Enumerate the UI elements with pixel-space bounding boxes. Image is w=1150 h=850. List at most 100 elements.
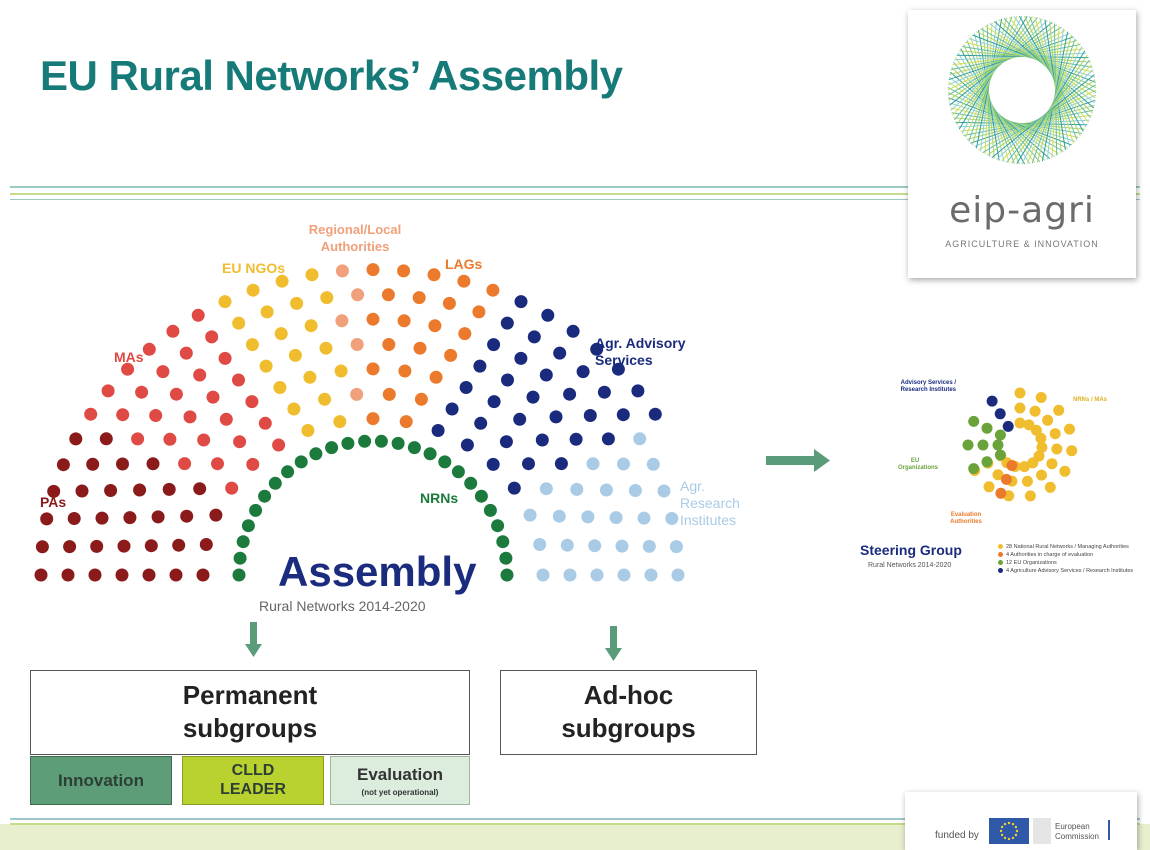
seat-ma (156, 365, 170, 379)
seat-advisory (526, 390, 540, 404)
seat-eu-ngo (290, 296, 304, 310)
label-regional: Regional/Local Authorities (308, 222, 402, 254)
legend-dot-icon (998, 560, 1003, 566)
sg-dot-nrn (1044, 481, 1056, 493)
label-lags: LAGs (445, 256, 483, 272)
seat-advisory (583, 409, 597, 422)
seat-ma (233, 435, 247, 449)
seat-advisory (445, 402, 459, 416)
seat-pas (63, 540, 77, 554)
seat-ma (131, 432, 145, 446)
seat-eu-ngo (245, 338, 259, 352)
seat-advisory (553, 346, 567, 360)
seat-research (628, 484, 642, 497)
sg-dot-nrn (1053, 404, 1065, 416)
sg-dot-nrn (1036, 441, 1048, 453)
sg-dot-nrn (1035, 432, 1047, 444)
label-research: Agr. Research Institutes (680, 478, 740, 528)
arrow-down-right-icon (605, 626, 622, 661)
seat-eu-ngo (232, 316, 246, 330)
assembly-title: Assembly (278, 548, 477, 595)
seat-advisory (500, 316, 514, 330)
seat-nrn (374, 434, 388, 448)
sg-dot-nrn (1036, 469, 1047, 481)
seat-lag (429, 370, 443, 384)
seat-advisory (527, 330, 541, 344)
sg-dot-nrn (1042, 414, 1054, 426)
seat-research (617, 457, 630, 471)
legend-dot-icon (998, 552, 1003, 558)
seat-advisory (459, 381, 473, 394)
seat-ma (101, 384, 115, 398)
legend-dot-icon (998, 568, 1003, 574)
seat-lag (414, 392, 428, 406)
divider-bottom (10, 818, 1140, 820)
seat-ma (149, 409, 163, 422)
seat-nrn (499, 551, 513, 565)
sg-dot-nrn (1018, 461, 1030, 473)
seat-nrn (491, 519, 505, 533)
sg-label-evaluation: Evaluation Authorities (950, 512, 982, 525)
eu-star (1007, 821, 1011, 825)
seat-lag (382, 387, 396, 401)
funding-logo: funded by European Commission (905, 792, 1137, 850)
seat-eu-ngo (334, 364, 348, 378)
seat-regional (350, 387, 364, 401)
seat-advisory (601, 432, 615, 446)
seat-lag (458, 327, 472, 341)
seat-eu-ngo (320, 291, 334, 305)
subgroup-innovation: Innovation (30, 756, 172, 805)
permanent-subgroups-title: Permanent subgroups (182, 680, 318, 743)
sg-legend-item: 4 Agriculture Advisory Services / Resear… (998, 568, 1133, 575)
seat-nrn (391, 436, 405, 450)
seat-eu-ngo (218, 295, 232, 309)
seat-nrn (268, 476, 282, 490)
seat-pas (162, 482, 176, 496)
eip-agri-logo: eip-agri AGRICULTURE & INNOVATION (908, 10, 1136, 278)
seat-advisory (522, 457, 535, 471)
seat-research (644, 568, 658, 582)
seat-advisory (507, 481, 521, 495)
seat-pas (172, 538, 186, 552)
seat-advisory (576, 365, 590, 379)
logo-word: eip-agri (949, 190, 1095, 231)
sg-dot-eu-org (968, 463, 980, 475)
seat-advisory (563, 387, 577, 401)
seat-advisory (486, 457, 500, 471)
permanent-subgroups-box: Permanent subgroups (30, 670, 470, 755)
seat-regional (335, 264, 349, 278)
seat-nrn (358, 434, 372, 448)
sg-legend-text: 12 EU Organizations (1006, 560, 1057, 566)
seat-pas (151, 510, 165, 524)
sg-dot-nrn (1014, 417, 1026, 429)
seat-advisory (514, 295, 528, 309)
ec-building-icon (1033, 818, 1051, 844)
funded-by-text: funded by (935, 830, 979, 841)
seat-advisory (549, 410, 563, 424)
eu-star (1007, 837, 1011, 841)
seat-eu-ngo (259, 359, 273, 373)
sg-dot-eu-org (992, 439, 1004, 451)
eu-star (1011, 822, 1015, 826)
sg-subtitle: Rural Networks 2014-2020 (868, 562, 952, 569)
seat-pas (56, 458, 70, 472)
sg-legend-item: 12 EU Organizations (998, 560, 1057, 567)
sg-legend-text: 4 Agriculture Advisory Services / Resear… (1006, 568, 1134, 574)
seat-pas (69, 432, 83, 446)
seat-nrn (325, 441, 339, 455)
seat-advisory (460, 438, 474, 452)
seat-nrn (483, 503, 497, 517)
seat-lag (366, 362, 380, 376)
seat-lag (382, 338, 396, 351)
sg-dot-advisory (994, 408, 1006, 420)
subgroup-innovation-label: Innovation (58, 771, 144, 790)
sg-dot-advisory (1002, 420, 1014, 432)
seat-advisory (513, 412, 527, 426)
seat-advisory (541, 308, 555, 322)
sg-dot-nrn (1030, 424, 1042, 436)
seat-advisory (499, 435, 513, 449)
seat-ma (211, 457, 224, 471)
eu-star (1011, 836, 1015, 840)
seat-pas (88, 568, 102, 582)
seat-research (642, 539, 656, 553)
